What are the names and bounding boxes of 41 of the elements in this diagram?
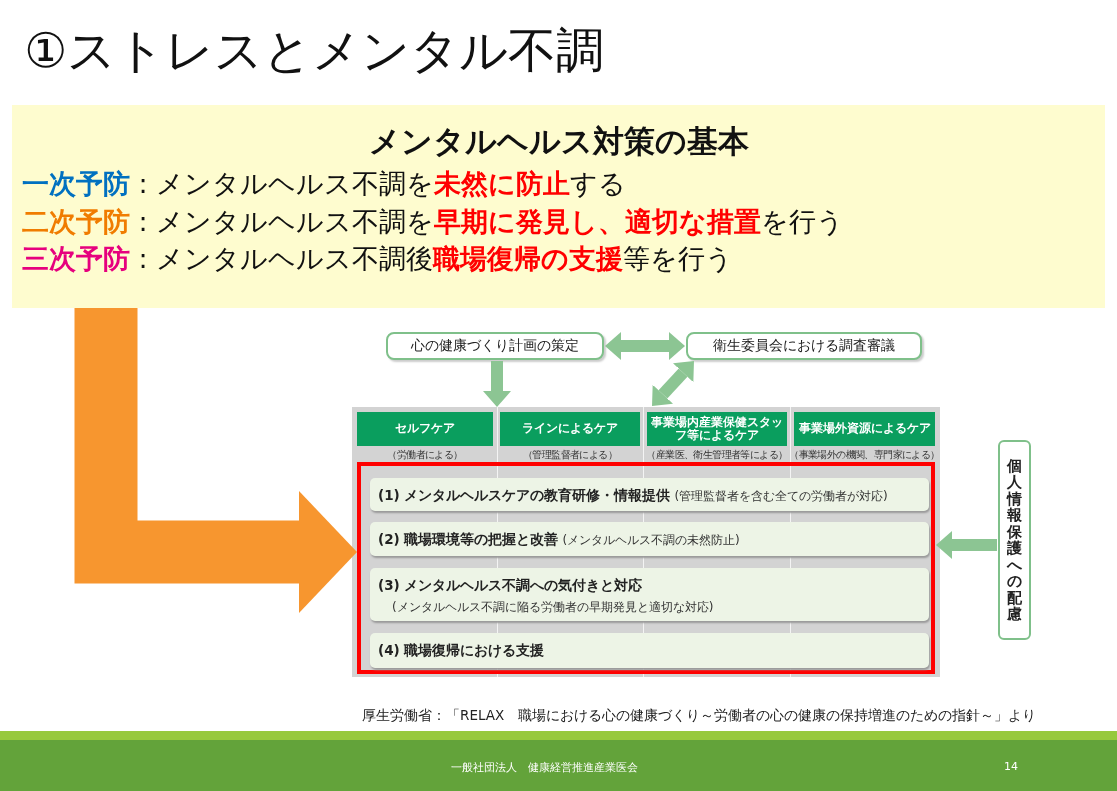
header-label: 事業場内産業保健スタッフ等によるケア bbox=[650, 415, 784, 443]
header-subtitle: （労働者による） bbox=[387, 449, 463, 461]
measure-title: (1) メンタルヘルスケアの教育研修・情報提供 bbox=[378, 487, 671, 503]
process-box bbox=[686, 332, 922, 360]
bent-arrow bbox=[74, 308, 357, 613]
prevention-line: 二次予防 : メンタルヘルス不調を早期に発見し、適切な措置を行う bbox=[22, 204, 846, 239]
measure-title: (2) 職場環境等の把握と改善 bbox=[378, 531, 559, 547]
header-subtitle: （管理監督者による） bbox=[523, 449, 617, 461]
box-label: 衛生委員会における調査審議 bbox=[713, 337, 895, 355]
measure-note: (メンタルヘルス不調に陥る労働者の早期発見と適切な対応) bbox=[392, 599, 715, 616]
measure-box bbox=[370, 633, 929, 668]
prevention-line: 一次予防 : メンタルヘルス不調を未然に防止する bbox=[22, 167, 628, 202]
source-note: 厚生労働省：「RELAX 職場における心の健康づくり～労働者の心の健康の保持増進のための指針～」より bbox=[362, 707, 1037, 725]
panel-heading: メンタルヘルス対策の基本 bbox=[367, 122, 750, 161]
measure-box bbox=[370, 478, 929, 511]
header-subtitle: （事業場外の機関、専門家による） bbox=[789, 449, 940, 461]
care-panel bbox=[352, 407, 940, 677]
prevention-line: 三次予防 : メンタルヘルス不調後職場復帰の支援等を行う bbox=[22, 241, 735, 276]
header-label: 事業場外資源によるケア bbox=[798, 422, 931, 436]
measure-title: (4) 職場復帰における支援 bbox=[378, 642, 545, 658]
measure-box bbox=[370, 522, 929, 556]
block-arrow bbox=[605, 332, 685, 360]
measure-title: (3) メンタルヘルス不調への気付きと対応 bbox=[378, 577, 643, 593]
summary-panel bbox=[12, 105, 1105, 308]
process-box bbox=[386, 332, 604, 360]
measures-frame bbox=[357, 462, 935, 674]
measure-note: (メンタルヘルス不調の未然防止) bbox=[562, 533, 740, 547]
block-arrow bbox=[483, 361, 511, 407]
measure-note: (管理監督者を含む全ての労働者が対応) bbox=[674, 489, 888, 503]
box-label: 心の健康づくり計画の策定 bbox=[411, 337, 579, 355]
slide-title: ①ストレスとメンタル不調 bbox=[24, 22, 605, 80]
note-box bbox=[998, 440, 1031, 640]
block-arrow bbox=[936, 531, 997, 559]
page-number: 14 bbox=[1004, 760, 1018, 773]
block-arrow bbox=[652, 361, 694, 406]
note-text: 個人情報保護への配慮 bbox=[1007, 457, 1022, 623]
header-label: ラインによるケア bbox=[522, 422, 618, 436]
header-subtitle: （産業医、衛生管理者等による） bbox=[646, 449, 788, 461]
measure-box bbox=[370, 568, 929, 621]
header-label: セルフケア bbox=[395, 422, 455, 436]
organization-name: 一般社団法人 健康経営推進産業医会 bbox=[451, 760, 638, 775]
